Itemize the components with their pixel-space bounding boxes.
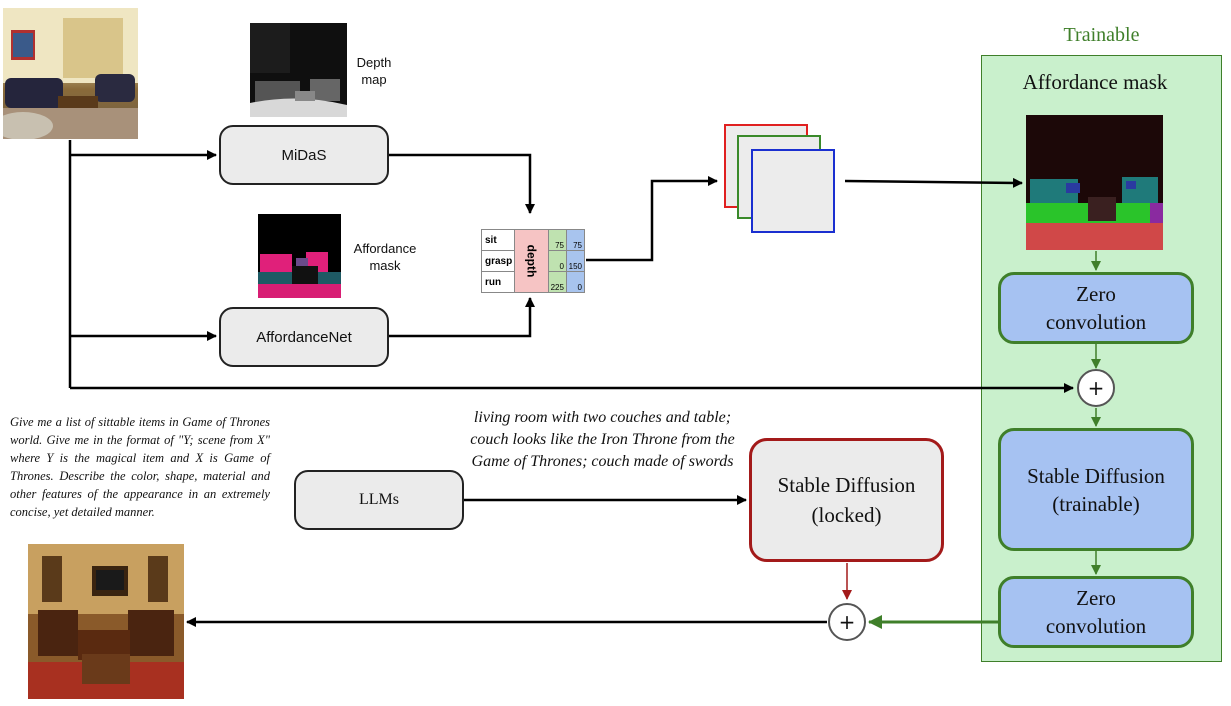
plus-right-symbol: + xyxy=(1087,376,1105,400)
sd-trainable-line1: Stable Diffusion xyxy=(1027,463,1165,488)
channel-blue-square xyxy=(751,149,835,233)
zero-convolution-bottom-label: Zero convolution xyxy=(1045,586,1147,638)
llms-node: LLMs xyxy=(294,470,464,530)
stable-diffusion-trainable-node: Stable Diffusion (trainable) xyxy=(998,428,1194,551)
depth-column-header: depth xyxy=(514,229,549,293)
plus-bottom-symbol: + xyxy=(838,610,856,634)
affordance-mask-image-large xyxy=(1026,115,1163,250)
green-cell-sit: 75 xyxy=(547,229,567,251)
llm-prompt-text: Give me a list of sittable items in Game… xyxy=(10,415,270,519)
depth-map-label-line2: map xyxy=(361,72,387,87)
channels-to-mask-arrow xyxy=(844,177,1023,188)
midas-label: MiDaS xyxy=(281,146,327,164)
zero-convolution-top-node: Zero convolution xyxy=(998,272,1194,344)
plus-node-bottom: + xyxy=(828,603,866,641)
affordancenet-label: AffordanceNet xyxy=(256,328,352,346)
trainable-title: Trainable xyxy=(1063,24,1140,46)
midas-to-table-arrow xyxy=(389,153,535,214)
input-to-midas-arrow xyxy=(68,140,216,388)
depth-map-label: Depth map xyxy=(344,54,404,88)
generated-caption-text: living room with two couches and table; … xyxy=(470,409,735,470)
affordance-mask-label-line1: Affordance xyxy=(353,241,417,256)
blue-cell-run: 0 xyxy=(565,271,586,293)
blue-cell-sit: 75 xyxy=(565,229,586,251)
affordancenet-node: AffordanceNet xyxy=(219,307,389,367)
sd-locked-line1: Stable Diffusion xyxy=(777,473,916,497)
depth-map-label-line1: Depth xyxy=(356,55,392,70)
affordance-mask-label-line2: mask xyxy=(369,258,401,273)
green-cell-grasp: 0 xyxy=(547,250,567,272)
depth-header-text: depth xyxy=(524,244,539,278)
affordance-mask-image-small xyxy=(258,214,341,298)
midas-node: MiDaS xyxy=(219,125,389,185)
row-label-run: run xyxy=(480,271,516,293)
affordance-depth-table: sit depth 75 75 grasp 0 150 run 225 0 xyxy=(480,229,586,293)
llms-label: LLMs xyxy=(359,491,399,508)
depth-map-image xyxy=(250,23,347,117)
output-generated-image xyxy=(28,544,184,699)
affordance-mask-label: Affordance mask xyxy=(346,240,424,274)
plus-node-right: + xyxy=(1077,369,1115,407)
table-to-channels-arrow xyxy=(586,176,718,262)
affordancenet-to-table-arrow xyxy=(389,297,535,338)
stable-diffusion-locked-node: Stable Diffusion (locked) xyxy=(749,438,944,562)
affordance-mask-heading: Affordance mask xyxy=(1022,70,1168,94)
sd-locked-line2: (locked) xyxy=(811,503,882,527)
row-label-sit: sit xyxy=(480,229,516,251)
blue-cell-grasp: 150 xyxy=(565,250,586,272)
row-label-grasp: grasp xyxy=(480,250,516,272)
sd-trainable-line2: (trainable) xyxy=(1052,491,1140,516)
zero-convolution-top-label: Zero convolution xyxy=(1045,282,1147,334)
green-cell-run: 225 xyxy=(547,271,567,293)
input-room-photo xyxy=(3,8,138,139)
zero-convolution-bottom-node: Zero convolution xyxy=(998,576,1194,648)
